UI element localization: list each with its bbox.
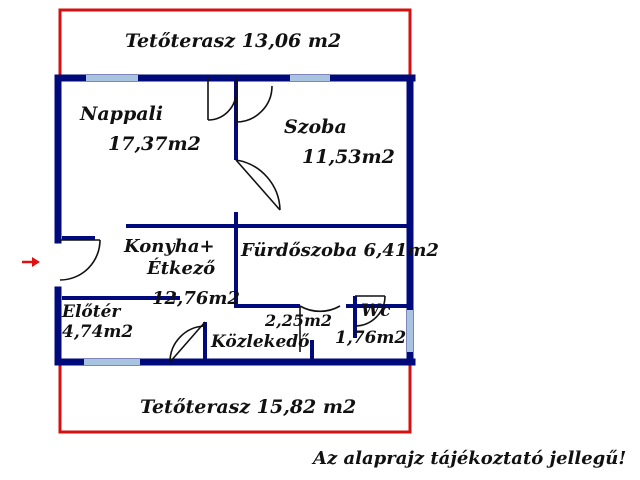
room-wc-name: Wc [361, 301, 391, 321]
room-kozlekedo-area: 2,25m2 [264, 311, 332, 330]
room-konyha-area: 12,76m2 [152, 288, 240, 309]
terrace-bottom-label: Tetőterasz 15,82 m2 [140, 396, 356, 418]
room-nappali-name: Nappali [79, 103, 163, 125]
room-szoba-name: Szoba [284, 116, 347, 138]
windows [84, 75, 413, 365]
room-szoba-area: 11,53m2 [302, 146, 395, 168]
disclaimer-note: Az alaprajz tájékoztató jellegű! [311, 448, 626, 469]
room-furdoszoba-label: Fürdőszoba 6,41m2 [240, 240, 439, 261]
room-etkezo-name: Étkező [146, 256, 215, 279]
room-wc-area: 1,76m2 [335, 328, 406, 348]
room-eloter-area: 4,74m2 [62, 322, 133, 342]
room-konyha-name: Konyha+ [123, 236, 215, 257]
terrace-top-label: Tetőterasz 13,06 m2 [125, 30, 341, 52]
entry-arrow-icon [22, 257, 40, 267]
interior-walls [62, 78, 410, 362]
room-kozlekedo-name: Közlekedő [210, 332, 310, 352]
door-swings [59, 78, 386, 363]
room-nappali-area: 17,37m2 [108, 133, 201, 155]
room-eloter-name: Előtér [61, 302, 121, 322]
